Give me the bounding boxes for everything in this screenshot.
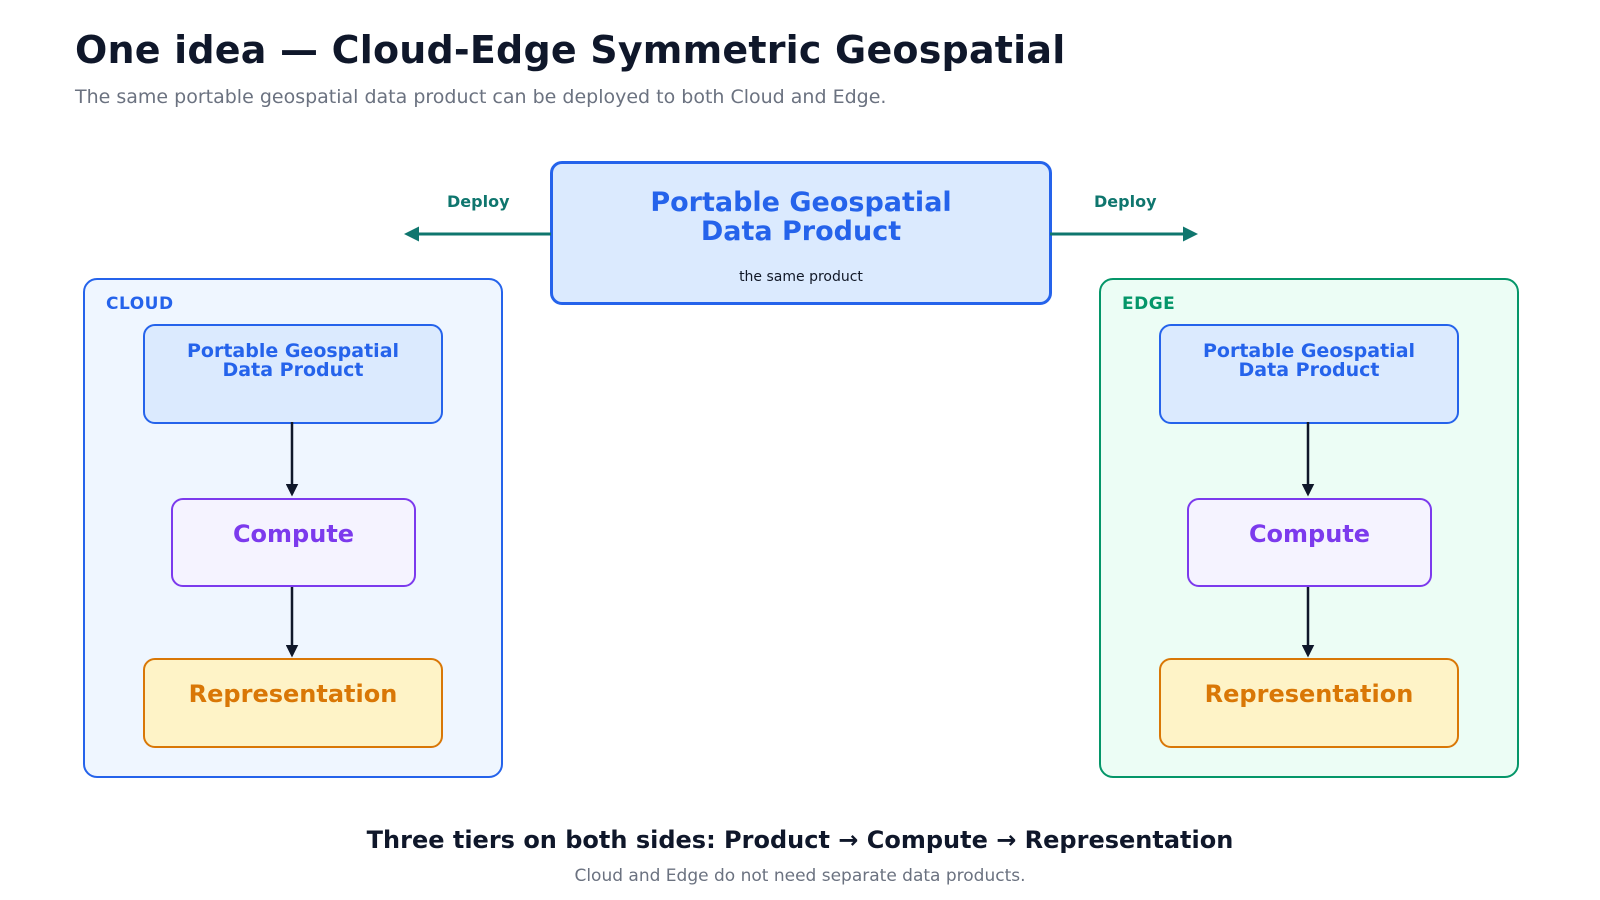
- footer-subtitle: Cloud and Edge do not need separate data…: [574, 866, 1026, 886]
- edge-panel-label: EDGE: [1122, 294, 1176, 314]
- page-title: One idea — Cloud-Edge Symmetric Geospati…: [75, 28, 1066, 72]
- cloud-panel-label: CLOUD: [106, 294, 174, 314]
- edge-product-line1: Portable Geospatial: [1202, 340, 1416, 362]
- edge-product-line2: Data Product: [1238, 359, 1380, 381]
- edge-representation-node: Representation: [1159, 658, 1459, 748]
- central-data-product-node: Portable Geospatial Data Product the sam…: [550, 161, 1052, 305]
- cloud-product-line2: Data Product: [222, 359, 364, 381]
- cloud-representation-node: Representation: [143, 658, 443, 748]
- central-data-product-title: Portable Geospatial Data Product: [553, 188, 1049, 246]
- cloud-compute-label: Compute: [232, 520, 355, 548]
- edge-panel: EDGE Portable Geospatial Data Product Co…: [1099, 278, 1519, 778]
- edge-compute-node: Compute: [1187, 498, 1432, 587]
- edge-compute-label: Compute: [1248, 520, 1371, 548]
- deploy-right-label: Deploy: [1094, 192, 1157, 211]
- cloud-panel: CLOUD Portable Geospatial Data Product C…: [83, 278, 503, 778]
- page-subtitle: The same portable geospatial data produc…: [75, 86, 887, 108]
- central-title-line2: Data Product: [700, 216, 902, 247]
- cloud-compute-node: Compute: [171, 498, 416, 587]
- central-title-line1: Portable Geospatial: [650, 187, 952, 218]
- cloud-representation-label: Representation: [188, 680, 398, 708]
- central-data-product-caption: the same product: [739, 269, 863, 285]
- cloud-product-line1: Portable Geospatial: [186, 340, 400, 362]
- footer-title: Three tiers on both sides: Product → Com…: [366, 826, 1234, 854]
- deploy-left-label: Deploy: [447, 192, 510, 211]
- edge-product-node: Portable Geospatial Data Product: [1159, 324, 1459, 424]
- cloud-product-node: Portable Geospatial Data Product: [143, 324, 443, 424]
- edge-representation-label: Representation: [1204, 680, 1414, 708]
